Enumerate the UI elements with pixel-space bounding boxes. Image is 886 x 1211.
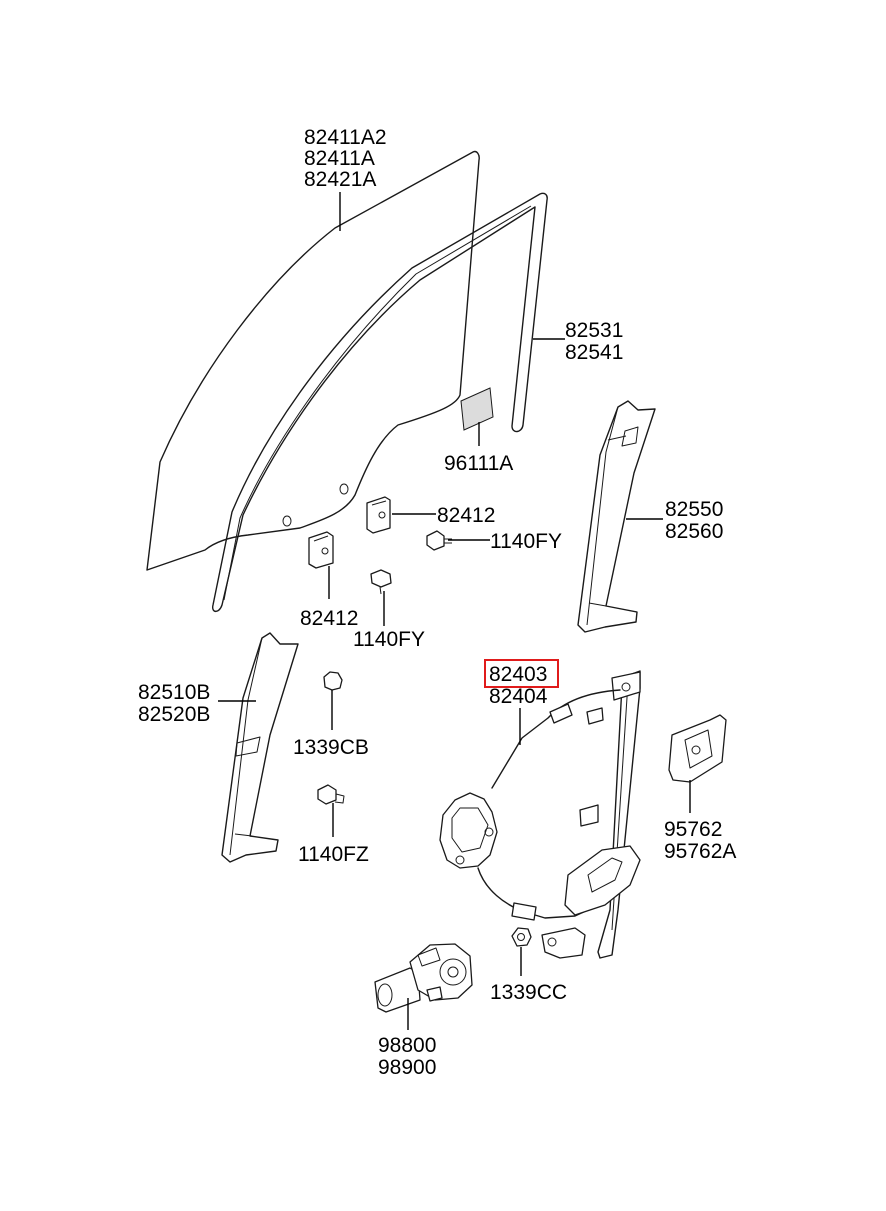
glass-clip-right <box>366 496 391 534</box>
label-rear-channel-2: 82560 <box>665 520 723 543</box>
bolt-1140fy-lower <box>370 569 392 595</box>
glass-clip-left <box>308 531 334 569</box>
label-sticker: 96111A <box>444 452 513 475</box>
label-regulator-1: 82403 <box>489 663 547 686</box>
regulator-motor <box>374 943 473 1013</box>
label-bolt-fz: 1140FZ <box>298 843 369 866</box>
label-bracket-2: 95762A <box>664 840 736 863</box>
label-front-channel-1: 82510B <box>138 681 210 704</box>
front-lower-channel <box>221 632 299 863</box>
label-channel-run-2: 82541 <box>565 341 623 364</box>
door-glass <box>146 150 480 571</box>
bracket-95762 <box>668 714 727 783</box>
label-glass-2: 82411A <box>304 147 375 170</box>
label-front-channel-2: 82520B <box>138 703 210 726</box>
label-sticker <box>460 387 494 431</box>
bolt-1140fy-right <box>426 530 452 551</box>
label-bolt-fy-right: 1140FY <box>490 530 562 553</box>
label-rear-channel-1: 82550 <box>665 498 723 521</box>
nut-1339cc <box>511 927 532 947</box>
leader-lines <box>218 192 691 1030</box>
label-bolt-fy-lower: 1140FY <box>353 628 425 651</box>
label-nut-cb: 1339CB <box>293 736 369 759</box>
label-clip-right: 82412 <box>437 504 495 527</box>
rear-lower-channel <box>577 400 656 633</box>
label-glass-1: 82411A2 <box>304 126 387 149</box>
highlight-box-82403 <box>484 659 559 688</box>
label-motor-1: 98800 <box>378 1034 436 1057</box>
label-clip-left: 82412 <box>300 607 358 630</box>
nut-1339cb <box>323 671 343 691</box>
label-channel-run-1: 82531 <box>565 319 623 342</box>
label-motor-2: 98900 <box>378 1056 436 1079</box>
part-labels: 82411A2 82411A 82421A 82531 82541 96111A… <box>138 126 736 1079</box>
glass-run-channel <box>211 192 548 613</box>
label-nut-cc: 1339CC <box>490 981 567 1004</box>
bolt-1140fz <box>317 784 345 805</box>
label-glass-3: 82421A <box>304 168 376 191</box>
label-bracket-1: 95762 <box>664 818 722 841</box>
window-regulator <box>439 670 641 959</box>
label-regulator-2: 82404 <box>489 685 548 708</box>
